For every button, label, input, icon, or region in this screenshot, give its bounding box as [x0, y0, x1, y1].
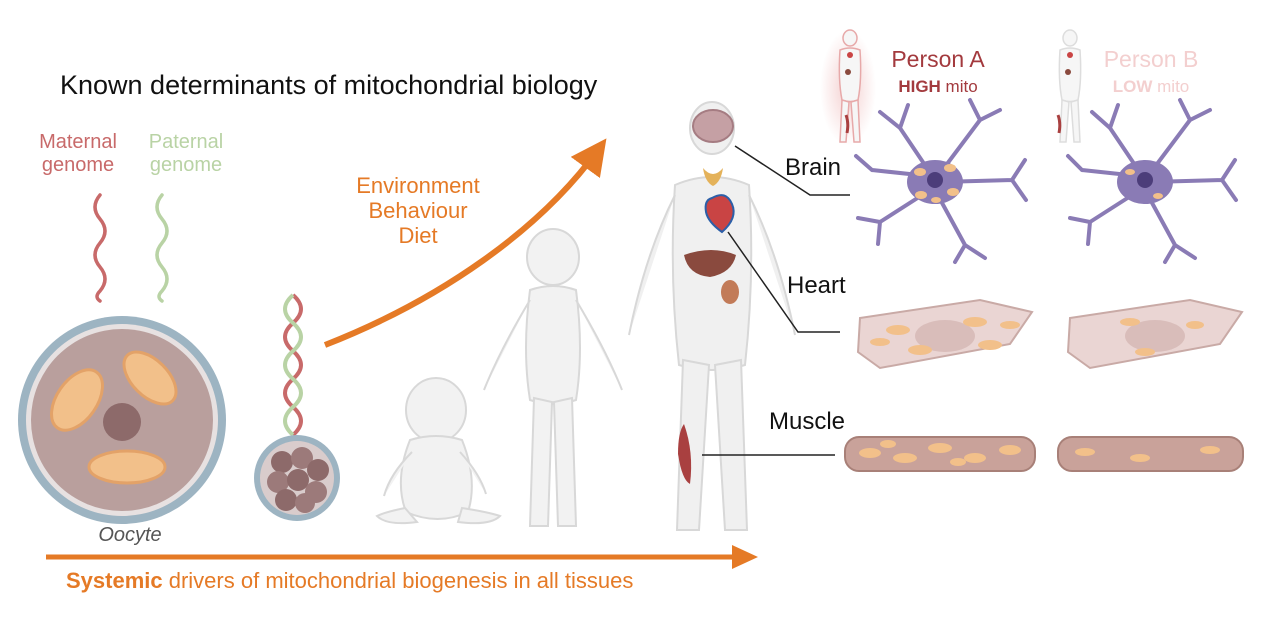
- systemic-rest: drivers of mitochondrial biogenesis in a…: [162, 568, 634, 593]
- systemic-arrow-head: [732, 545, 758, 569]
- brain-connector: [734, 145, 850, 196]
- cardiomyocyte-person-a: [856, 298, 1034, 370]
- double-helix: [283, 293, 303, 437]
- figure-title: Known determinants of mitochondrial biol…: [60, 70, 598, 100]
- neuron-a-nucleus: [927, 172, 943, 188]
- environment-factors: Environment Behaviour Diet: [318, 173, 518, 248]
- person-b-mito-suffix: mito: [1152, 77, 1190, 96]
- heart-organ: [704, 194, 735, 234]
- neuron-b-mitochondria: [1125, 169, 1163, 199]
- embryo-cell: [254, 435, 340, 521]
- person-b-name: Person B: [1103, 46, 1199, 72]
- systemic-emphasis: Systemic: [66, 568, 163, 593]
- brain-organ: [692, 109, 734, 143]
- mitochondrion: [50, 368, 104, 432]
- baby-figure: [375, 377, 502, 525]
- heart-label: Heart: [787, 272, 846, 299]
- environment-label: Environment: [356, 173, 480, 198]
- cardiomyocyte-person-b: [1066, 298, 1244, 370]
- person-b-mito-level: LOW mito: [1086, 77, 1216, 97]
- neuron-b-nucleus: [1137, 172, 1153, 188]
- maternal-genome-label: Maternal genome: [39, 131, 117, 176]
- mitochondrion: [122, 350, 178, 406]
- muscle-label: Muscle: [769, 408, 846, 435]
- person-a-name: Person A: [891, 46, 985, 72]
- person-a-figure: [820, 29, 876, 146]
- maternal-dna-strand: [93, 193, 107, 303]
- adult-figure: [628, 101, 796, 531]
- diet-label: Diet: [398, 223, 438, 248]
- environment-arrow: [323, 138, 607, 348]
- mitochondrion: [87, 449, 167, 485]
- person-a-level: HIGH: [898, 77, 941, 96]
- oocyte-label: Oocyte: [98, 524, 162, 546]
- paternal-dna-strand: [155, 193, 169, 303]
- person-b-figure: [1056, 29, 1082, 143]
- leg-muscle: [678, 424, 692, 484]
- behaviour-label: Behaviour: [368, 198, 468, 223]
- oocyte-cell: [18, 316, 226, 524]
- muscle-fiber-person-b: [1057, 436, 1244, 472]
- person-a-mito-suffix: mito: [940, 77, 978, 96]
- brain-label: Brain: [785, 154, 842, 181]
- thyroid-organ: [703, 168, 723, 186]
- kidney-organ: [721, 280, 739, 304]
- child-figure: [483, 228, 623, 527]
- person-b-level: LOW: [1112, 77, 1153, 96]
- systemic-drivers-caption: Systemic drivers of mitochondrial biogen…: [66, 568, 633, 594]
- neuron-a-mitochondria: [914, 164, 959, 203]
- heart-connector: [727, 231, 840, 333]
- paternal-genome-label: Paternal genome: [148, 131, 224, 176]
- neuron-person-b: [1066, 98, 1238, 264]
- muscle-fiber-person-a: [844, 436, 1036, 472]
- person-a-mito-level: HIGH mito: [873, 77, 1003, 97]
- liver-organ: [684, 250, 736, 277]
